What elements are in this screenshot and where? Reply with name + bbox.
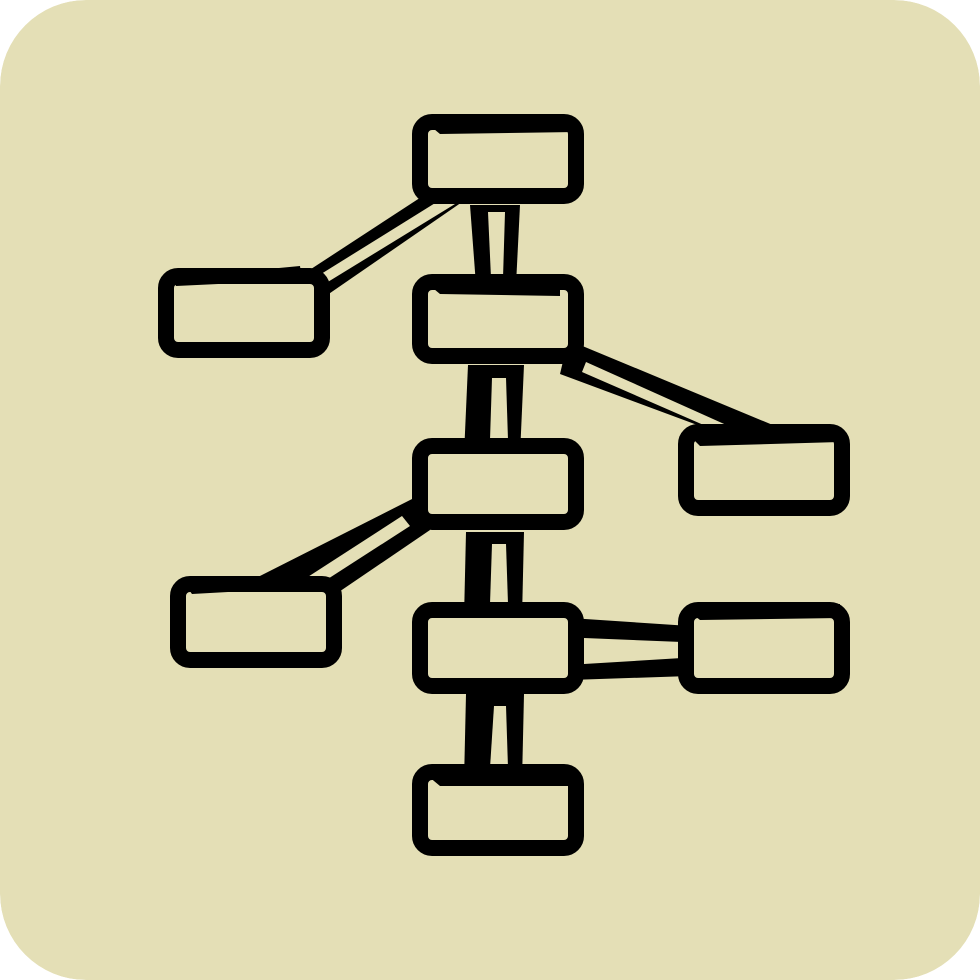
tree-node-bottom bbox=[412, 764, 584, 856]
stroke-accents bbox=[172, 118, 840, 786]
tree-node-spine-2 bbox=[412, 438, 584, 530]
connector-mid2-to-left2 bbox=[252, 496, 430, 598]
tree-node-right-2 bbox=[678, 602, 850, 694]
nodes bbox=[158, 114, 850, 856]
connector-spine-1 bbox=[470, 205, 520, 285]
tree-node-left-1 bbox=[158, 268, 330, 358]
tree-node-right-1 bbox=[678, 424, 850, 516]
tree-node-spine-3 bbox=[412, 602, 584, 694]
connector-mid3-to-right2 bbox=[570, 618, 690, 680]
tree-node-left-2 bbox=[170, 576, 342, 668]
tree-node-spine-1 bbox=[412, 274, 584, 364]
connectors bbox=[252, 190, 780, 782]
connector-spine-4 bbox=[464, 694, 524, 782]
connector-spine-3 bbox=[464, 532, 524, 618]
connector-top-to-left1 bbox=[285, 190, 465, 300]
connector-spine-2 bbox=[464, 365, 524, 455]
